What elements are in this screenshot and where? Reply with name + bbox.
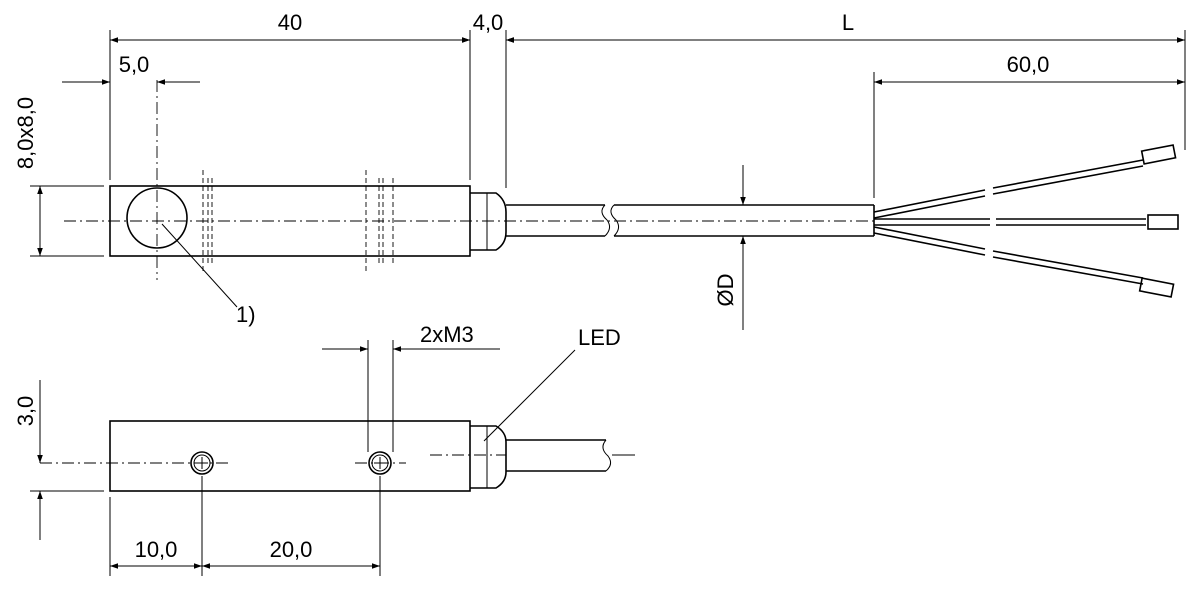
dim-4-0: 4,0 [448, 10, 528, 188]
leader-note-1 [161, 223, 238, 308]
side-view: LED [40, 325, 635, 492]
note-1-label: 1) [236, 302, 256, 327]
sensing-face-circle [126, 187, 188, 249]
dim-40: 40 [109, 10, 471, 180]
dim-8x8: 8,0x8,0 [13, 97, 104, 257]
svg-text:L: L [842, 10, 854, 35]
svg-text:60,0: 60,0 [1007, 52, 1050, 77]
svg-text:3,0: 3,0 [13, 396, 38, 427]
svg-text:2xM3: 2xM3 [420, 322, 474, 347]
dim-diameter-D: ØD [713, 165, 746, 330]
svg-text:20,0: 20,0 [270, 537, 313, 562]
dim-3-0: 3,0 [13, 380, 104, 540]
svg-text:8,0x8,0: 8,0x8,0 [13, 97, 38, 169]
cable-gland-top [470, 192, 507, 251]
sensor-body-side [109, 420, 471, 492]
top-view: 1) [64, 80, 1179, 327]
dim-2xM3: 2xM3 [322, 322, 500, 452]
dim-20-0: 20,0 [202, 476, 381, 576]
svg-text:ØD: ØD [713, 274, 738, 307]
dim-5-0: 5,0 [62, 52, 200, 92]
cable-gland-side [470, 425, 507, 489]
dim-10-0: 10,0 [109, 476, 203, 576]
svg-text:4,0: 4,0 [473, 10, 504, 35]
leader-led [483, 349, 576, 442]
wires [873, 144, 1179, 298]
dim-L: L [506, 10, 1186, 150]
led-label: LED [578, 325, 621, 350]
svg-text:40: 40 [278, 10, 302, 35]
dim-60-0: 60,0 [873, 52, 1185, 198]
svg-text:5,0: 5,0 [119, 52, 150, 77]
svg-text:10,0: 10,0 [135, 537, 178, 562]
cable-top [506, 204, 875, 237]
